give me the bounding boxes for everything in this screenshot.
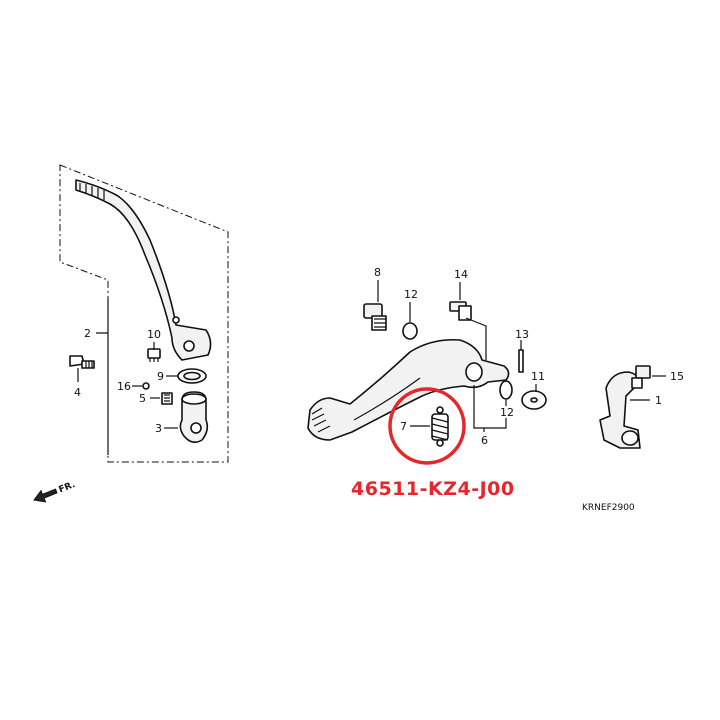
ball-16-part [142, 382, 150, 390]
seal-9-part [177, 368, 207, 384]
bolt-15-part [631, 365, 651, 389]
bolt-10-part [147, 348, 161, 362]
leader-6 [473, 385, 507, 432]
callout-10: 10 [147, 328, 161, 341]
leader-14 [459, 282, 487, 360]
diagram-code: KRNEF2900 [582, 503, 635, 513]
callout-12-lower: 12 [500, 406, 514, 419]
callout-2: 2 [84, 327, 91, 340]
callout-15: 15 [670, 370, 684, 383]
callout-9: 9 [157, 370, 164, 383]
front-indicator: FR. [33, 480, 77, 503]
callout-1: 1 [655, 394, 662, 407]
callout-12-upper: 12 [404, 288, 418, 301]
leader-2 [96, 298, 109, 455]
callout-5: 5 [139, 392, 146, 405]
callout-3: 3 [155, 422, 162, 435]
callout-14: 14 [454, 268, 468, 281]
washer-12-upper-part [402, 322, 418, 340]
shift-pedal-1-part [599, 371, 641, 449]
bolt-4-part [69, 355, 95, 369]
kick-boss-3-part [179, 391, 209, 444]
pin-13-part [518, 349, 524, 373]
washer-12-lower-part [499, 380, 513, 400]
washer-11-part [521, 390, 547, 410]
callout-7: 7 [400, 420, 407, 433]
front-arrow-icon [33, 488, 58, 503]
bolt-14-part [449, 301, 472, 321]
brake-pedal-6-part [307, 338, 510, 441]
callout-16: 16 [117, 380, 131, 393]
callout-11: 11 [531, 370, 545, 383]
callout-13: 13 [515, 328, 529, 341]
front-label: FR. [58, 480, 77, 496]
kick-group-outline [59, 164, 229, 463]
pivot-bolt-8-part [363, 303, 387, 331]
highlighted-part-number: 46511-KZ4-J00 [351, 478, 515, 500]
kick-arm-part [75, 179, 212, 361]
callout-6: 6 [481, 434, 488, 447]
callout-8: 8 [374, 266, 381, 279]
callout-4: 4 [74, 386, 81, 399]
spring-7-part [431, 406, 449, 447]
highlight-circle [388, 387, 466, 465]
bolt-5-part [161, 392, 173, 405]
